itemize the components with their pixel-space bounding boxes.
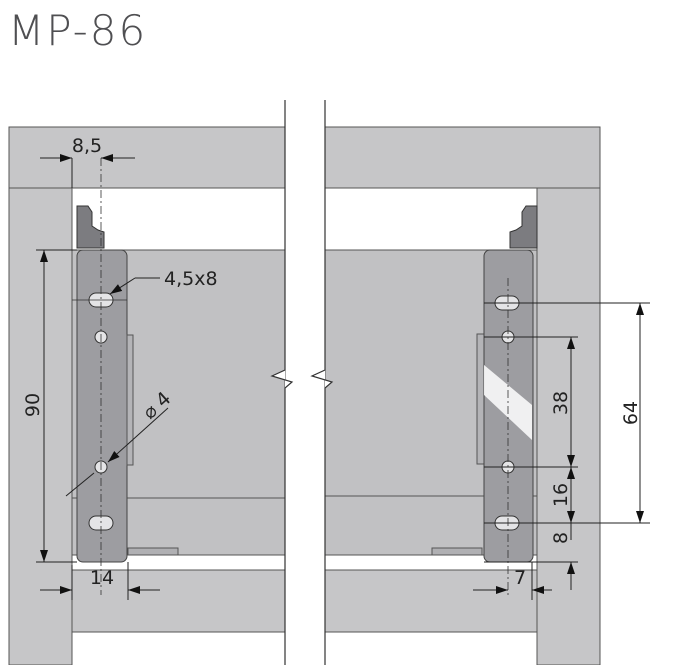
hook-right xyxy=(509,205,538,249)
hook-left xyxy=(76,205,105,249)
model-title: MP-86 xyxy=(8,6,148,55)
side-panel-left xyxy=(8,187,73,665)
dim-16: 16 xyxy=(550,483,572,507)
dim-7: 7 xyxy=(514,567,526,589)
break-lines xyxy=(270,100,334,665)
side-panel-right xyxy=(536,187,601,665)
right-dimensions: 64 38 16 8 7 xyxy=(473,302,650,600)
top-rail-right xyxy=(324,126,601,189)
bottom-rail-right xyxy=(324,569,538,633)
dim-64: 64 xyxy=(620,401,642,425)
dim-90: 90 xyxy=(22,393,44,417)
dim-38: 38 xyxy=(550,391,572,415)
dim-8-5: 8,5 xyxy=(72,135,102,157)
bottom-rail-left xyxy=(71,569,286,633)
dim-8: 8 xyxy=(550,532,572,544)
left-view xyxy=(8,126,286,665)
dim-14: 14 xyxy=(90,567,114,589)
dim-slot: 4,5x8 xyxy=(164,268,218,290)
